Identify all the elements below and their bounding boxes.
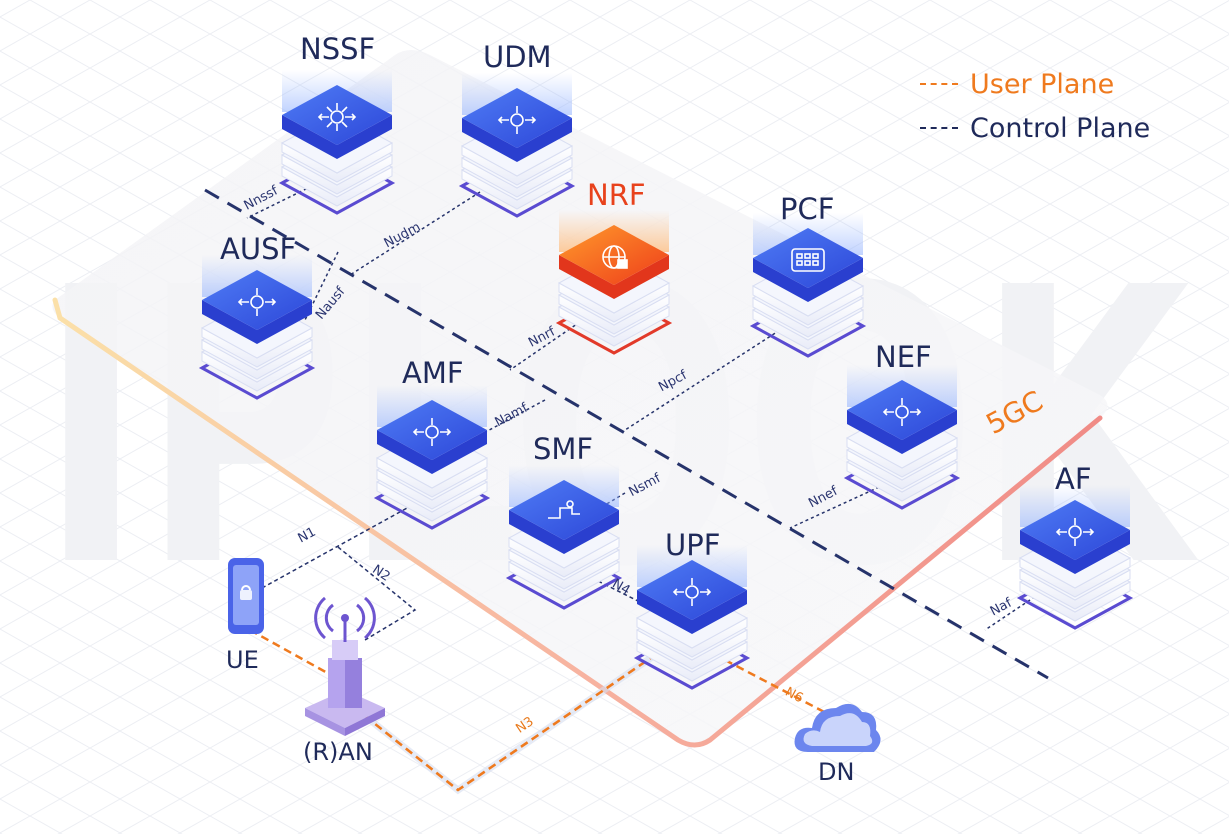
dn-label: DN	[818, 758, 855, 786]
smf-label: SMF	[533, 432, 594, 466]
ran-label: (R)AN	[303, 738, 373, 766]
globe-lock-icon	[602, 245, 628, 269]
nef-block	[843, 365, 961, 510]
udm-label: UDM	[483, 40, 552, 74]
n3-line	[354, 653, 656, 792]
nssf-label: NSSF	[300, 32, 376, 66]
nef-label: NEF	[875, 340, 932, 374]
legend-control-plane-label: Control Plane	[970, 112, 1151, 144]
af-label: AF	[1055, 462, 1092, 496]
control-plane-bus	[204, 188, 1049, 680]
network-node-icon	[882, 398, 922, 426]
af-block	[1016, 485, 1134, 630]
network-node-icon	[497, 106, 537, 134]
ausf-label: AUSF	[220, 232, 297, 266]
core-platform	[52, 50, 1108, 748]
pcf-label: PCF	[780, 192, 835, 226]
upf-block	[633, 545, 751, 690]
nrf-label: NRF	[587, 178, 646, 212]
legend-user-plane-swatch	[920, 83, 958, 85]
smf-block	[505, 465, 623, 610]
ausf-block	[198, 255, 316, 400]
legend-control-plane-swatch	[920, 127, 958, 129]
network-node-icon	[412, 418, 452, 446]
upf-label: UPF	[665, 528, 721, 562]
network-node-icon	[237, 288, 277, 316]
cloud-icon	[794, 703, 881, 752]
pcf-block	[749, 213, 867, 358]
nrf-block	[555, 210, 673, 355]
antenna-tower-icon	[305, 596, 385, 736]
server-grid-icon	[791, 248, 825, 272]
network-function-blocks	[198, 70, 1134, 690]
network-node-icon	[1055, 518, 1095, 546]
network-node-icon	[672, 578, 712, 606]
udm-block	[458, 73, 576, 218]
smartphone-icon	[228, 558, 264, 634]
ue-label: UE	[226, 646, 259, 674]
legend-control-plane: Control Plane	[920, 106, 1150, 150]
legend: User Plane Control Plane	[920, 62, 1150, 150]
amf-block	[373, 385, 491, 530]
legend-user-plane: User Plane	[920, 62, 1150, 106]
amf-label: AMF	[402, 356, 464, 390]
legend-user-plane-label: User Plane	[970, 68, 1115, 100]
network-hub-icon	[317, 103, 357, 131]
routing-path-icon	[548, 500, 580, 519]
nssf-block	[278, 70, 396, 215]
